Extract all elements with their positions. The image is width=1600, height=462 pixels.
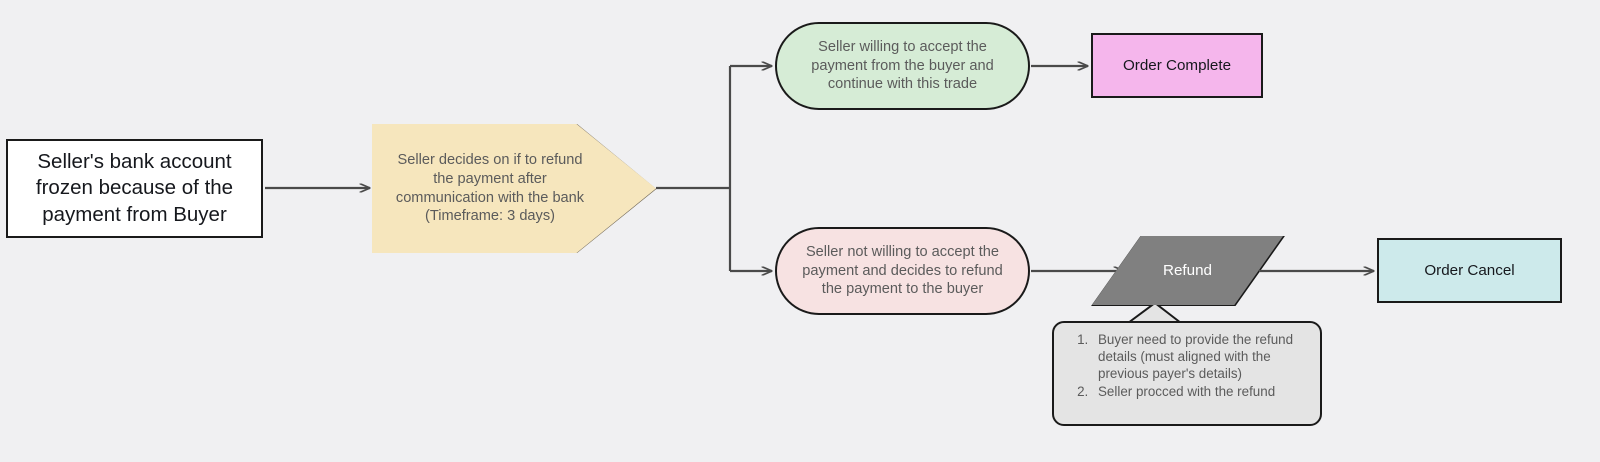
- node-seller-not-willing-to-accept[interactable]: Seller not willing to accept the payment…: [775, 227, 1030, 315]
- note-list-item: Seller procced with the refund: [1092, 384, 1308, 401]
- note-callout-refund-steps[interactable]: Buyer need to provide the refund details…: [1052, 321, 1322, 426]
- node-order-cancel[interactable]: Order Cancel: [1377, 238, 1562, 303]
- node-refund[interactable]: Refund: [1092, 236, 1283, 305]
- note-list-item: Buyer need to provide the refund details…: [1092, 332, 1308, 383]
- node-refuse-label: Seller not willing to accept the payment…: [802, 243, 1003, 298]
- note-list: Buyer need to provide the refund details…: [1054, 332, 1320, 401]
- node-complete-label: Order Complete: [1122, 56, 1232, 74]
- node-seller-willing-to-accept[interactable]: Seller willing to accept the payment fro…: [775, 22, 1030, 110]
- note-callout-tail: [1127, 301, 1182, 324]
- node-cancel-label: Order Cancel: [1424, 261, 1515, 279]
- node-order-complete[interactable]: Order Complete: [1091, 33, 1263, 98]
- node-start-label: Seller's bank account frozen because of …: [35, 149, 234, 226]
- node-accept-label: Seller willing to accept the payment fro…: [811, 38, 994, 93]
- node-seller-bank-account-frozen[interactable]: Seller's bank account frozen because of …: [6, 139, 263, 238]
- node-seller-decides-refund[interactable]: Seller decides on if to refund the payme…: [372, 124, 656, 253]
- node-decision-label: Seller decides on if to refund the payme…: [395, 151, 585, 225]
- node-refund-label: Refund: [1163, 261, 1212, 279]
